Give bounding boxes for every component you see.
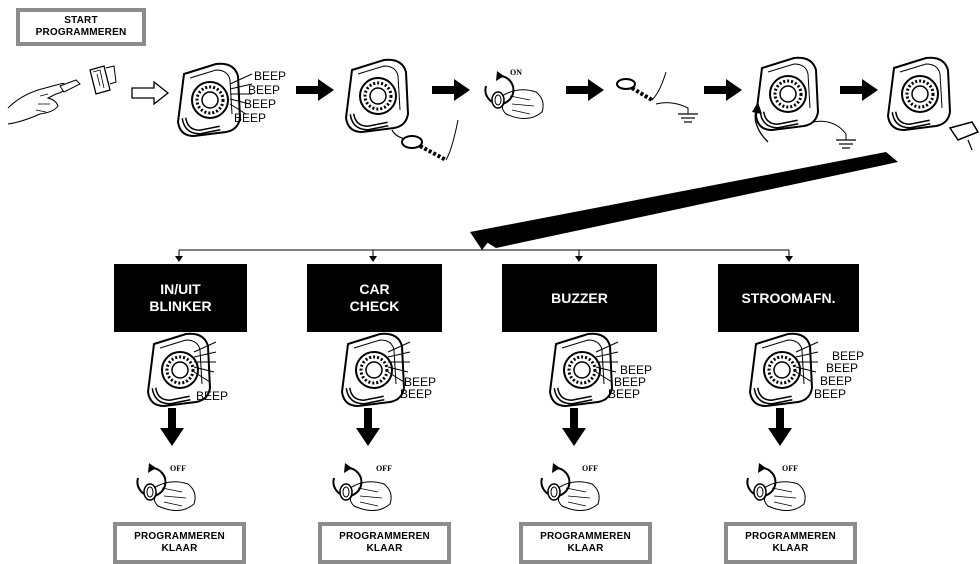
arrow-right-icon — [432, 79, 470, 101]
programming-done-box: PROGRAMMEREN KLAAR — [724, 522, 857, 564]
programming-done-box: PROGRAMMEREN KLAAR — [318, 522, 451, 564]
siren-icon — [346, 60, 408, 132]
siren-icon — [550, 334, 612, 406]
hand-card-icon — [7, 65, 117, 125]
arrow-down-icon — [356, 408, 380, 446]
mode-line2: BUZZER — [551, 289, 608, 306]
beep-label: BEEP — [820, 374, 853, 388]
ignition-off-label: OFF — [170, 464, 186, 473]
done-line1: PROGRAMMEREN — [745, 531, 836, 542]
mode-car-check: CAR CHECK — [307, 264, 442, 332]
mode-line1: IN/UIT — [160, 281, 201, 297]
mode-buzzer: BUZZER — [502, 264, 657, 332]
beep-label: BEEP — [620, 363, 653, 377]
ignition-key-hand-icon — [484, 70, 545, 120]
arrow-down-icon — [562, 408, 586, 446]
beep-label: BEEP — [234, 111, 267, 125]
sensor-icon — [948, 121, 980, 151]
siren-icon — [750, 334, 812, 406]
mode-stroomafn: STROOMAFN. — [718, 264, 859, 332]
branch-pointer-icon — [470, 152, 898, 248]
start-line1: START — [64, 15, 98, 26]
beep-label: BEEP — [832, 349, 865, 363]
ground-icon — [752, 102, 856, 149]
ignition-off-label: OFF — [782, 464, 798, 473]
siren-icon — [342, 334, 404, 406]
arrow-right-icon — [296, 79, 334, 101]
start-programming-box: START PROGRAMMEREN — [16, 8, 146, 46]
mode-line2: BLINKER — [149, 298, 212, 314]
done-line2: KLAAR — [772, 543, 809, 554]
arrow-down-icon — [160, 408, 184, 446]
beep-label: BEEP — [254, 69, 287, 83]
arrow-right-icon — [704, 79, 742, 101]
siren-icon — [178, 64, 240, 136]
done-line1: PROGRAMMEREN — [540, 531, 631, 542]
hollow-arrow-icon — [131, 80, 170, 106]
beep-label: BEEP — [614, 375, 647, 389]
beep-label: BEEP — [608, 387, 641, 401]
done-line2: KLAAR — [161, 543, 198, 554]
programming-done-box: PROGRAMMEREN KLAAR — [113, 522, 246, 564]
beep-label: BEEP — [244, 97, 277, 111]
siren-icon — [756, 58, 818, 130]
key-fob-icon — [391, 119, 459, 162]
ignition-on-label: ON — [510, 68, 522, 77]
branch-connector — [175, 249, 793, 262]
done-line1: PROGRAMMEREN — [134, 531, 225, 542]
mode-in-uit-blinker: IN/UIT BLINKER — [114, 264, 247, 332]
done-line1: PROGRAMMEREN — [339, 531, 430, 542]
key-ground-icon — [616, 71, 698, 123]
beep-label: BEEP — [826, 361, 859, 375]
siren-icon — [888, 58, 950, 130]
done-line2: KLAAR — [366, 543, 403, 554]
programming-done-box: PROGRAMMEREN KLAAR — [519, 522, 652, 564]
ignition-off-label: OFF — [376, 464, 392, 473]
done-line2: KLAAR — [567, 543, 604, 554]
beep-label: BEEP — [196, 389, 229, 403]
arrow-down-icon — [768, 408, 792, 446]
mode-line2: STROOMAFN. — [741, 289, 836, 306]
beep-label: BEEP — [248, 83, 281, 97]
arrow-right-icon — [566, 79, 604, 101]
arrow-right-icon — [840, 79, 878, 101]
mode-line2: CHECK — [349, 298, 400, 314]
ignition-key-hand-icon — [136, 462, 197, 512]
start-line2: PROGRAMMEREN — [35, 27, 127, 38]
beep-label: BEEP — [404, 375, 437, 389]
mode-line1: CAR — [359, 281, 390, 297]
beep-label: BEEP — [814, 387, 847, 401]
ignition-off-label: OFF — [582, 464, 598, 473]
beep-label: BEEP — [400, 387, 433, 401]
